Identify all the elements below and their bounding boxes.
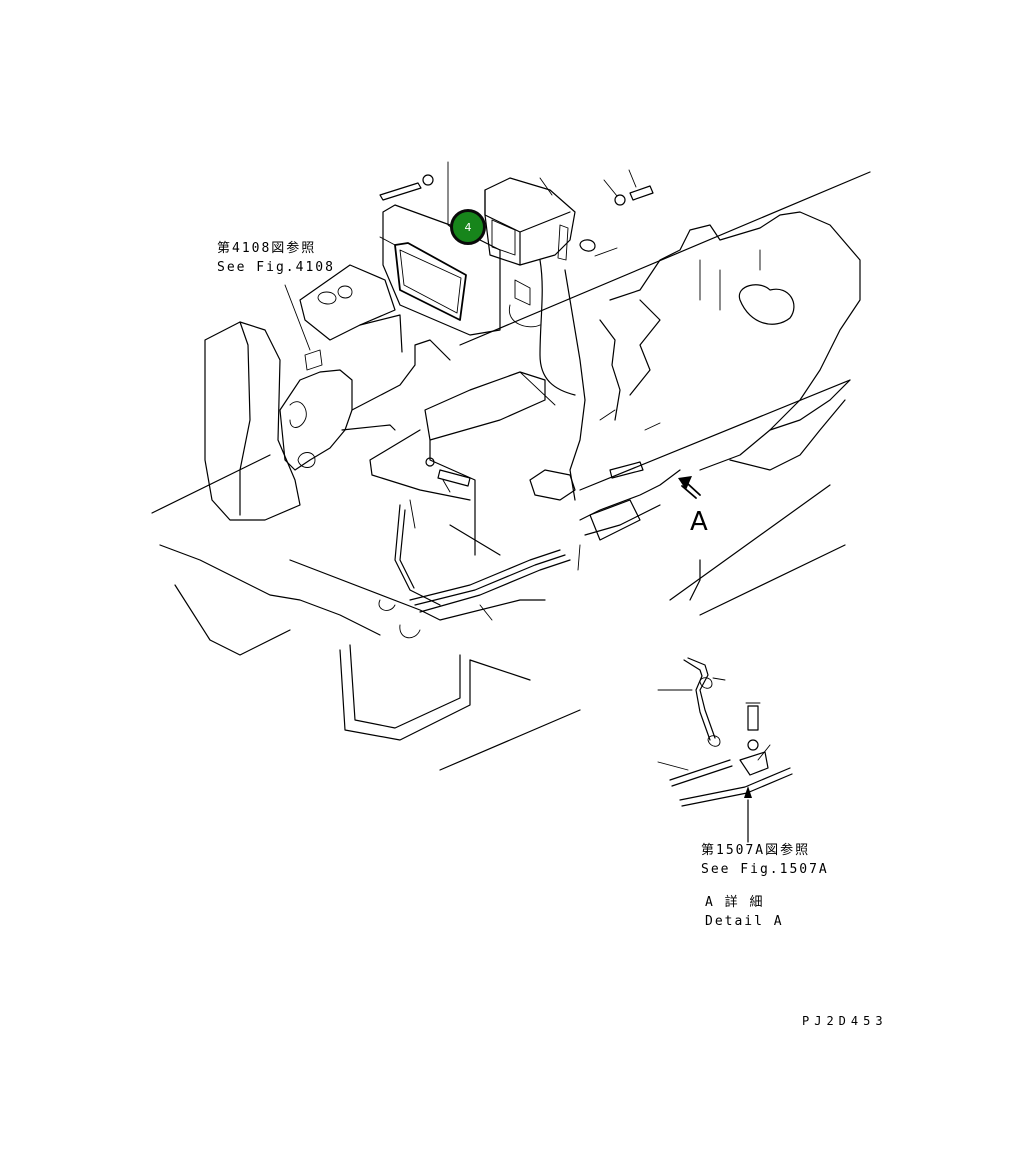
detail-a-drawing (657, 657, 793, 843)
center-housing (369, 371, 556, 556)
hydraulic-lines (378, 259, 681, 639)
controller-box (484, 177, 576, 328)
fig1507a-ref-en: See Fig.1507A (701, 862, 829, 877)
fig1507a-ref-ja: 第1507A図参照 (701, 843, 811, 858)
bolts (379, 174, 654, 487)
callout-4[interactable]: 4 (450, 209, 486, 245)
seat-block (204, 264, 403, 521)
lower-frame (339, 644, 531, 741)
controller-panel (382, 204, 501, 336)
detail-a-en: Detail A (705, 914, 784, 929)
engine-outline (599, 211, 861, 471)
view-arrow (678, 476, 701, 499)
callout-number: 4 (464, 220, 472, 234)
harness-connector (279, 339, 451, 471)
detail-a-ja: A 詳 細 (705, 895, 765, 910)
fig4108-ref-ja: 第4108図参照 (217, 241, 317, 256)
leader-lines (284, 161, 661, 621)
view-marker-a: A (690, 507, 708, 537)
drawing-code: PJ2D453 (802, 1014, 888, 1028)
fig4108-ref-en: See Fig.4108 (217, 260, 335, 275)
frame-rails (151, 171, 871, 771)
